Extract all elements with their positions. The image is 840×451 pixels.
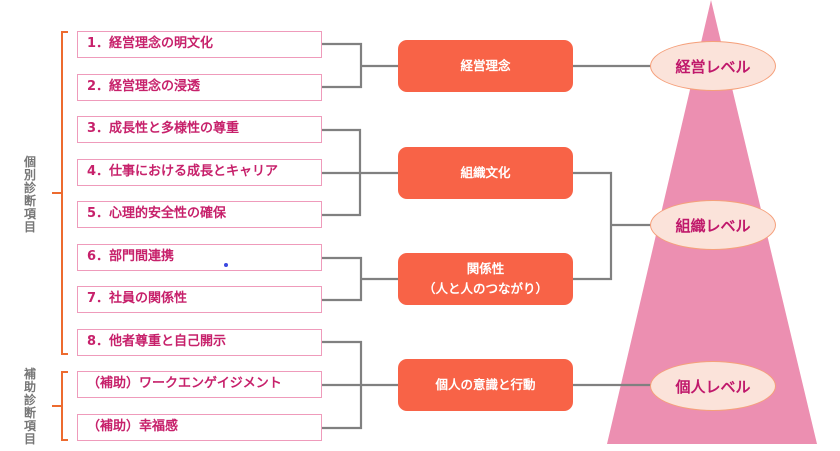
category-relationships: 関係性 （人と人のつながり） — [398, 253, 573, 305]
item-box: 8．他者尊重と自己開示 — [77, 329, 322, 356]
category-management-philosophy: 経営理念 — [398, 40, 573, 92]
item-box: （補助）ワークエンゲイジメント — [77, 371, 322, 398]
category-label: 組織文化 — [460, 165, 511, 180]
bracket-individual — [52, 31, 68, 355]
connector-items-1-2 — [322, 42, 398, 89]
item-box: 7．社員の関係性 — [77, 286, 322, 313]
category-label: 個人の意識と行動 — [435, 377, 536, 392]
side-label-individual: 個別診断項目 — [23, 155, 36, 234]
connector-items-8-aux — [322, 340, 398, 430]
connector-items-6-7 — [322, 256, 398, 302]
category-organizational-culture: 組織文化 — [398, 147, 573, 199]
stray-dot — [224, 263, 228, 267]
item-box: 1．経営理念の明文化 — [77, 31, 322, 58]
level-label: 個人レベル — [675, 377, 751, 396]
category-label: 関係性 — [466, 261, 505, 276]
category-label: 経営理念 — [460, 58, 511, 73]
category-individual-awareness: 個人の意識と行動 — [398, 359, 573, 411]
item-box: 5．心理的安全性の確保 — [77, 201, 322, 228]
item-box: 3．成長性と多様性の尊重 — [77, 116, 322, 143]
bracket-supplementary — [52, 371, 68, 441]
item-box: 6．部門間連携 — [77, 244, 322, 271]
item-box: （補助）幸福感 — [77, 414, 322, 441]
level-label: 組織レベル — [675, 216, 751, 235]
item-box: 2．経営理念の浸透 — [77, 74, 322, 101]
category-sublabel: （人と人のつながり） — [422, 281, 548, 296]
connector-items-3-5 — [322, 128, 398, 217]
level-individual: 個人レベル — [650, 361, 776, 411]
item-box: 4．仕事における成長とキャリア — [77, 159, 322, 186]
side-label-supplementary: 補助診断項目 — [23, 367, 36, 446]
level-label: 経営レベル — [675, 57, 751, 76]
level-management: 経営レベル — [650, 41, 776, 91]
level-organization: 組織レベル — [650, 200, 776, 250]
